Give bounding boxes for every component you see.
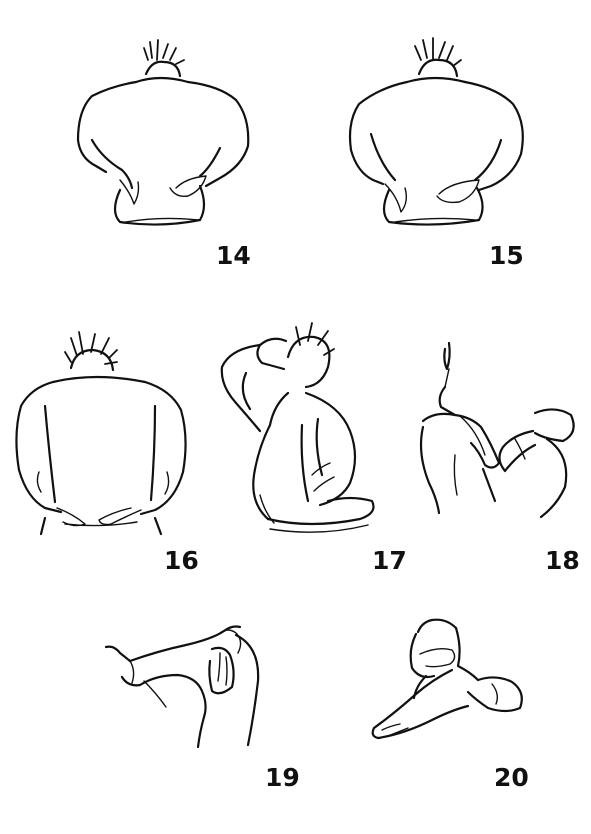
figure-14 [60,30,260,230]
figure-number: 18 [545,546,580,575]
figure-15 [335,30,535,230]
figure-number: 17 [372,546,407,575]
self-massage-thigh-icon [419,341,575,519]
self-massage-neck-icon [220,322,375,533]
figure-number: 20 [494,763,529,792]
self-massage-foot-icon [371,618,523,740]
self-massage-lower-back-icon [348,37,524,226]
self-massage-lower-back-icon [76,39,250,226]
figure-number: 19 [265,763,300,792]
figure-number: 16 [164,546,199,575]
figure-number: 15 [489,241,524,270]
figure-16 [5,322,205,542]
figure-20 [360,610,540,750]
self-massage-sacrum-icon [15,331,187,536]
figure-number: 14 [216,241,251,270]
self-massage-knee-icon [104,625,260,749]
figure-17 [210,315,390,545]
figure-19 [100,605,280,755]
figure-18 [415,335,590,525]
